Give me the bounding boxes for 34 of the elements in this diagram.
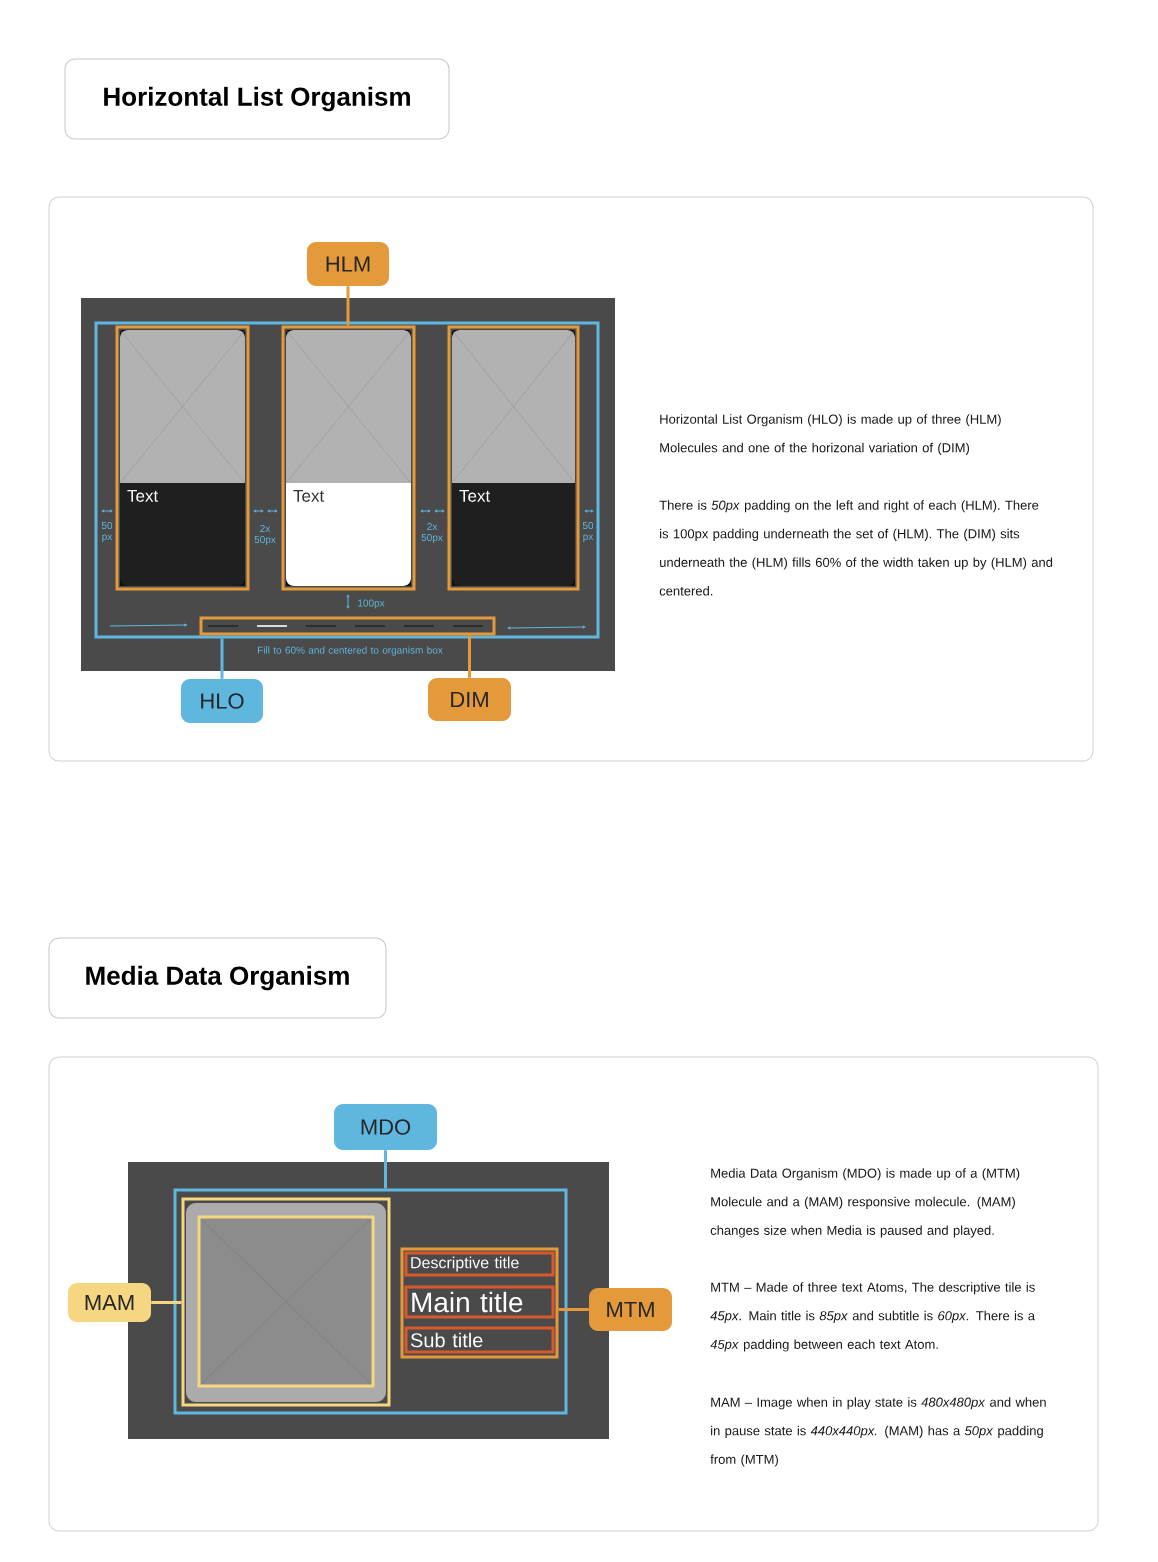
heading-box: Horizontal List Organism	[64, 58, 450, 140]
connector-line	[384, 1150, 387, 1189]
tag-label: MTM	[589, 1288, 672, 1331]
outline-box	[199, 616, 496, 636]
list-card: Text	[115, 325, 250, 591]
note-text: Fill to 60% and centered to organism box	[258, 646, 443, 656]
image-placeholder	[197, 1215, 375, 1388]
description-text: Media Data Organism (MDO) is made up of a (MTM) Molecule and a (MAM) responsive molecule. (MAM) changes size when Media is paused and played.	[710, 1168, 1020, 1238]
text-atom: Descriptive title	[404, 1251, 555, 1277]
tag-label: MDO	[334, 1104, 437, 1150]
text-atom: Sub title	[404, 1326, 555, 1354]
connector-line	[220, 638, 224, 679]
tag-label: MAM	[68, 1283, 151, 1322]
dimension-label: 2x 50px	[254, 525, 276, 546]
description-text: There is 50px padding on the left and right of each (HLM). There is 100px padding underneath the set of (HLM). The (DIM) sits underneath the (HLM) fills 60% of the width taken up by (HLM) and centered.	[659, 500, 1053, 596]
list-card: Text	[447, 325, 580, 591]
tag-label: DIM	[428, 678, 511, 721]
outline-box	[400, 1247, 559, 1359]
tag-label: HLO	[181, 679, 263, 723]
outline-box	[173, 1188, 568, 1415]
list-card: Text	[281, 325, 416, 591]
dimension-label: 100px	[358, 599, 385, 609]
description-text: Horizontal List Organism (HLO) is made up of three (HLM) Molecules and one of the horizonal variation of (DIM)	[660, 414, 1001, 455]
connector-line	[468, 635, 471, 678]
description-text: MTM – Made of three text Atoms, The descriptive tile is 45px. Main title is 85px and subtitle is 60px. There is a 45px padding between each text Atom.	[710, 1282, 1035, 1352]
connector-line	[346, 286, 350, 326]
outline-box	[94, 321, 600, 639]
heading-box: Media Data Organism	[48, 937, 387, 1019]
tag-label: HLM	[307, 242, 389, 286]
text-atom: Main title	[404, 1285, 555, 1319]
connector-line	[151, 1301, 182, 1304]
description-text: MAM – Image when in play state is 480x480px and when in pause state is 440x440px. (MAM) has a 50px padding from (MTM)	[710, 1397, 1046, 1467]
connector-line	[558, 1308, 589, 1311]
dimension-label: 2x 50px	[421, 523, 443, 544]
